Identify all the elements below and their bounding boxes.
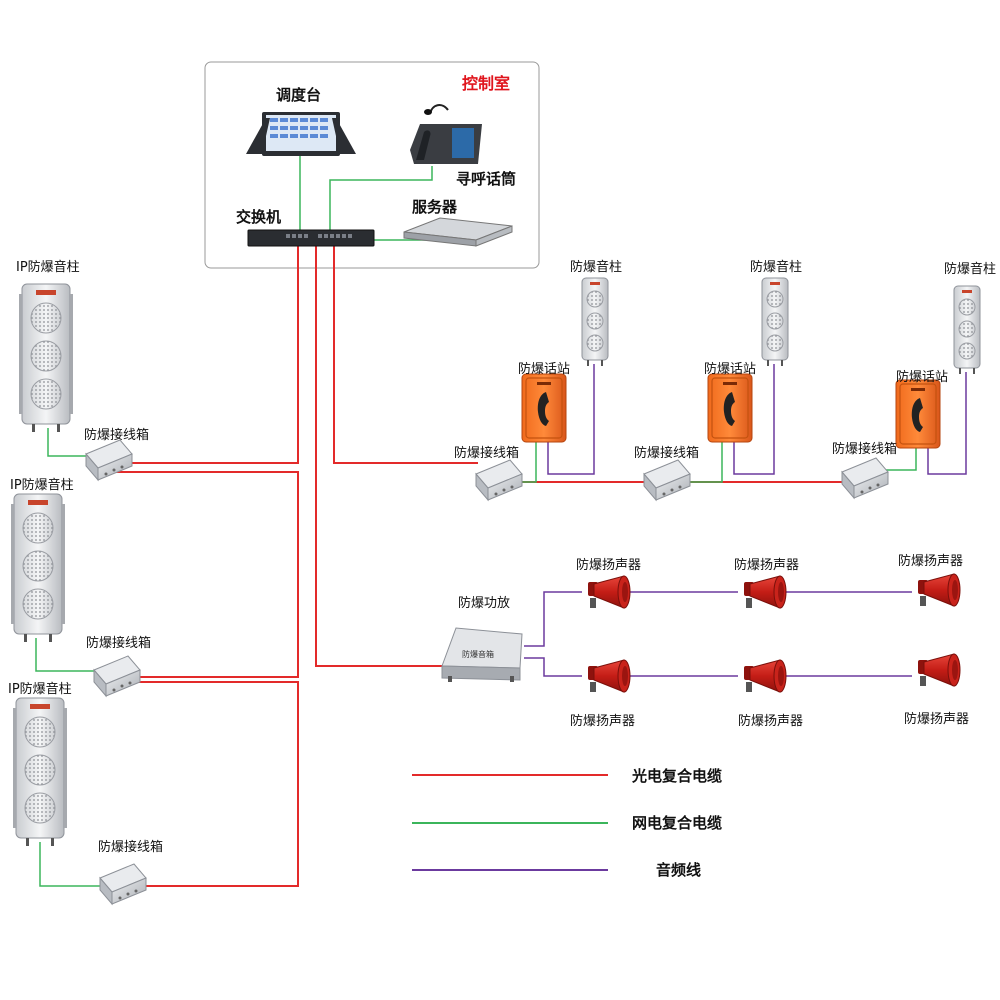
junction-box-left-3-label: 防爆接线箱	[98, 840, 164, 855]
amplifier-plate-text: 防爆音箱	[462, 649, 494, 659]
paging-mic-label: 寻呼话筒	[456, 170, 517, 188]
mic-network-cable	[329, 166, 433, 232]
junction-box-right-a-label: 防爆接线箱	[454, 446, 520, 461]
junction-box-right-b-label: 防爆接线箱	[634, 446, 700, 461]
speaker-column-c-label: 防爆音柱	[944, 262, 997, 277]
fiber-cable-to-jbox-a	[333, 246, 478, 464]
speaker-column-a-label: 防爆音柱	[570, 260, 623, 275]
speaker-column-a	[581, 277, 609, 367]
horn-speaker-1-label: 防爆扬声器	[576, 558, 642, 573]
ip-speaker-column-3	[12, 697, 68, 847]
phone-station-c	[895, 379, 941, 449]
horn-speaker-6	[917, 653, 961, 687]
junction-box-left-1	[85, 439, 133, 481]
fiber-cable-to-amplifier	[315, 246, 448, 667]
horn-speaker-5-label: 防爆扬声器	[738, 714, 804, 729]
junction-box-right-c	[841, 457, 889, 499]
horn-speaker-3	[917, 573, 961, 607]
fiber-cable-to-jbox-1	[112, 246, 299, 464]
ip-speaker-column-1-label: IP防爆音柱	[16, 260, 80, 275]
horn-speaker-4	[587, 659, 631, 693]
legend-label-fiber-power: 光电复合电缆	[632, 767, 723, 785]
ip-speaker-column-3-label: IP防爆音柱	[8, 682, 72, 697]
horn-speaker-2	[743, 575, 787, 609]
junction-box-left-3	[99, 863, 147, 905]
explosion-proof-amplifier	[441, 627, 523, 682]
dispatch-console-label: 调度台	[276, 86, 322, 104]
network-switch	[247, 229, 375, 247]
fiber-cable-to-jbox-3	[124, 681, 299, 887]
fiber-cable-to-jbox-2	[112, 471, 299, 678]
amplifier-label: 防爆功放	[458, 596, 511, 611]
speaker-column-b	[761, 277, 789, 367]
ip-speaker-column-1	[18, 283, 74, 433]
paging-microphone	[410, 104, 482, 164]
cables	[35, 154, 967, 887]
server-label: 服务器	[412, 198, 458, 216]
speaker-column-b-label: 防爆音柱	[750, 260, 803, 275]
switch-label: 交换机	[236, 208, 282, 226]
horn-speaker-5	[743, 659, 787, 693]
junction-box-right-b	[643, 459, 691, 501]
control-room-title: 控制室	[462, 74, 511, 93]
ip-speaker-column-2	[10, 493, 66, 643]
phone-station-a	[521, 373, 567, 443]
horn-speaker-1	[587, 575, 631, 609]
junction-box-right-a	[475, 459, 523, 501]
ip-speaker-column-2-label: IP防爆音柱	[10, 478, 74, 493]
junction-box-left-1-label: 防爆接线箱	[84, 428, 150, 443]
horn-speaker-3-label: 防爆扬声器	[898, 554, 964, 569]
legend-label-network-power: 网电复合电缆	[632, 814, 723, 832]
phone-station-a-label: 防爆话站	[518, 362, 571, 377]
legend-label-audio: 音频线	[656, 861, 702, 879]
phone-station-c-label: 防爆话站	[896, 370, 949, 385]
horn-speaker-4-label: 防爆扬声器	[570, 714, 636, 729]
phone-station-b	[707, 373, 753, 443]
server	[403, 217, 513, 247]
horn-speaker-6-label: 防爆扬声器	[904, 712, 970, 727]
dispatch-console	[246, 112, 356, 156]
junction-box-left-2	[93, 655, 141, 697]
horn-speaker-2-label: 防爆扬声器	[734, 558, 800, 573]
junction-box-left-2-label: 防爆接线箱	[86, 636, 152, 651]
speaker-column-c	[953, 285, 981, 375]
phone-station-b-label: 防爆话站	[704, 362, 757, 377]
junction-box-right-c-label: 防爆接线箱	[832, 442, 898, 457]
